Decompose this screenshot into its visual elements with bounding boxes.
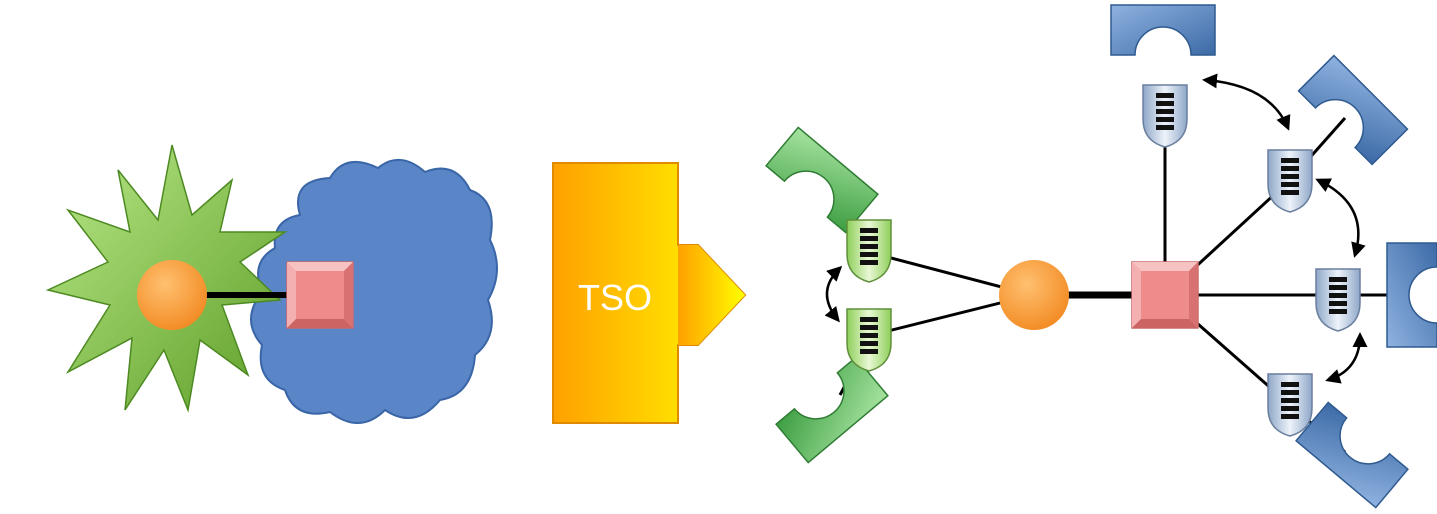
sync-arrow: [1315, 178, 1366, 258]
left-switch-node: [286, 261, 354, 329]
tso-arrow: TSO: [552, 162, 747, 424]
right-switch-node: [1131, 261, 1199, 329]
sync-arrow: [1325, 332, 1368, 384]
half-pipe-icon: [1297, 54, 1409, 166]
half-pipe-icon: [1386, 242, 1437, 348]
shield-server-icon: [1267, 149, 1313, 213]
left-hub-node: [137, 260, 207, 330]
right-hub-node: [999, 260, 1069, 330]
shield-server-icon: [1315, 268, 1361, 332]
sync-arrow: [824, 265, 843, 323]
shield-server-icon: [1267, 373, 1313, 437]
right-network: [765, 4, 1437, 509]
half-pipe-icon: [775, 356, 889, 464]
cloud-icon: [250, 159, 499, 424]
tso-label: TSO: [578, 277, 652, 318]
half-pipe-icon: [1110, 4, 1216, 56]
shield-server-icon: [846, 308, 892, 372]
shield-server-icon: [846, 219, 892, 283]
left-network: [45, 144, 499, 424]
half-pipe-icon: [765, 126, 879, 234]
shield-server-icon: [1142, 84, 1188, 148]
sync-arrow: [1202, 73, 1291, 131]
half-pipe-icon: [1295, 401, 1409, 509]
